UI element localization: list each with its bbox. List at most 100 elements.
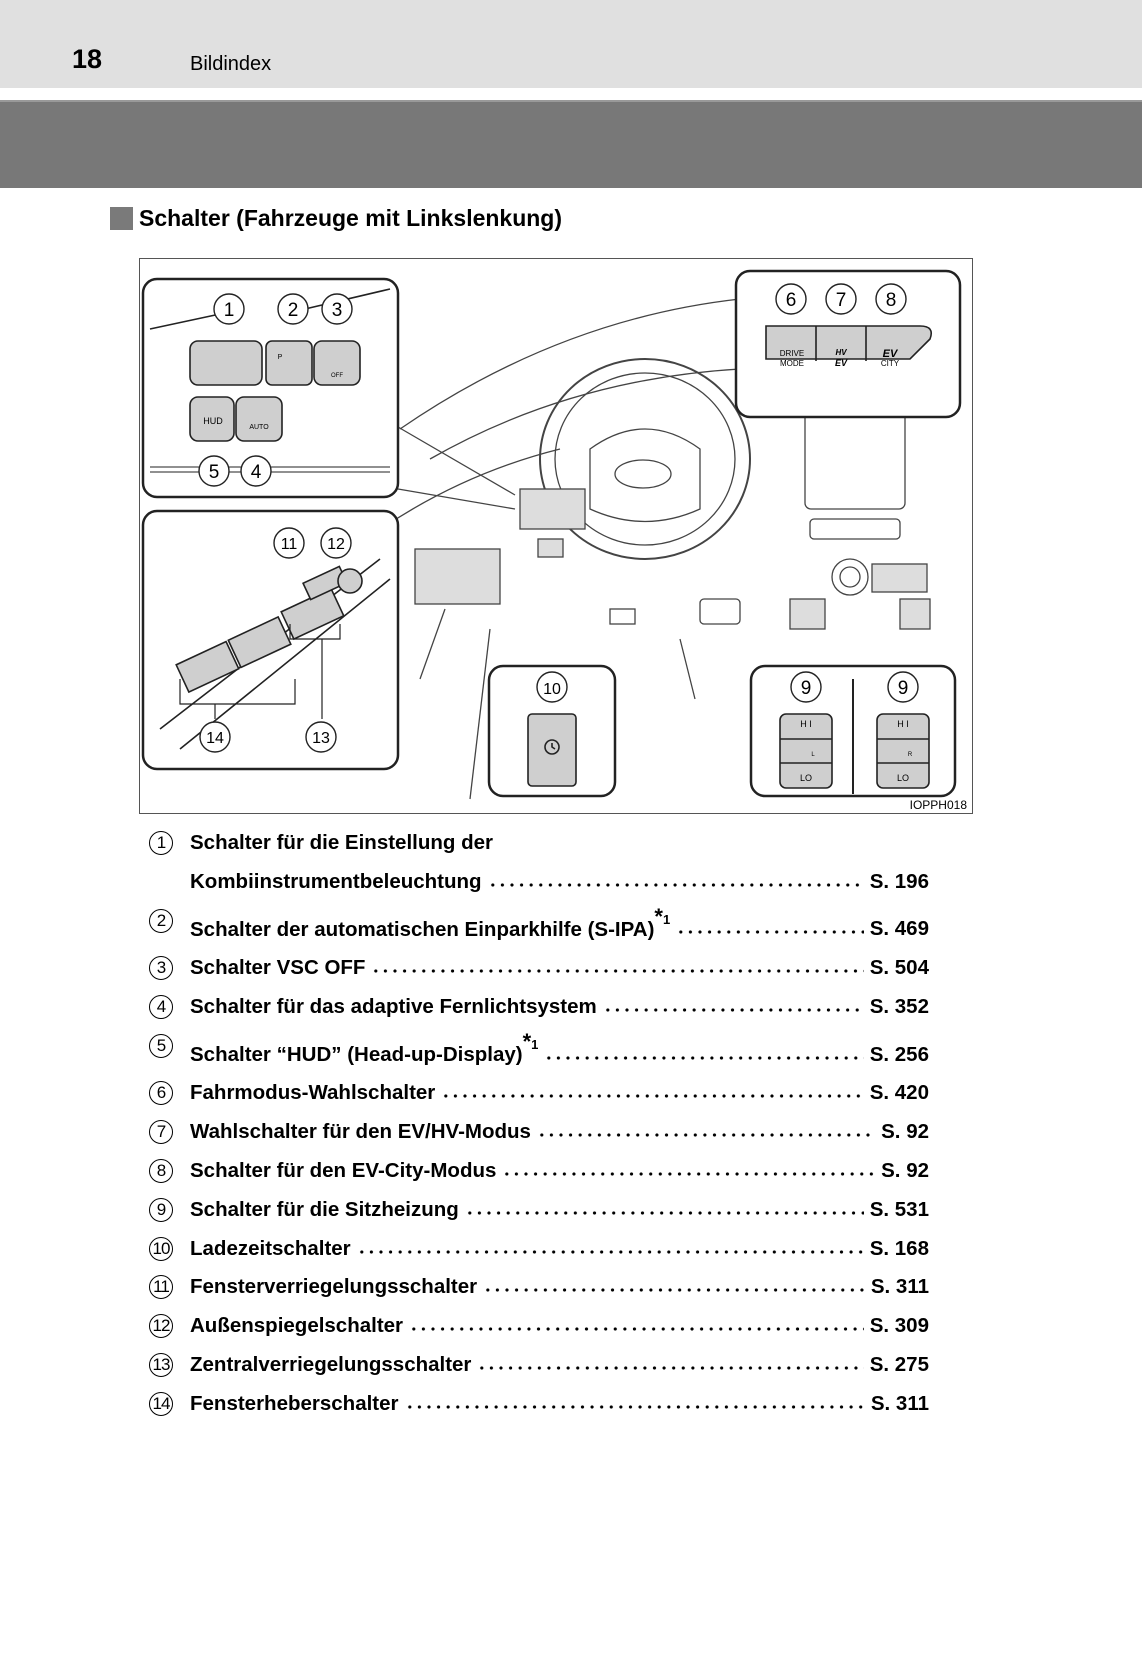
callout-1: 1 [224, 300, 235, 321]
page-ref[interactable]: S. 275 [869, 1353, 929, 1377]
section-title: Schalter (Fahrzeuge mit Linkslenkung) [139, 205, 563, 231]
chapter-title: Bildindex [190, 53, 272, 75]
page-ref[interactable]: S. 196 [869, 869, 929, 893]
callout-8: 8 [886, 290, 897, 311]
ev-label: EV [835, 358, 848, 368]
page-ref[interactable]: S. 92 [881, 1159, 929, 1183]
city-label: CITY [881, 359, 900, 368]
item-number: 6 [149, 1081, 173, 1106]
panel-door-switches [141, 509, 400, 771]
item-label-line1: Schalter für die Einstellung der [190, 831, 494, 854]
item-number: 14 [149, 1391, 173, 1416]
page-ref[interactable]: S. 256 [869, 1042, 929, 1066]
item-label: Schalter für das adaptive Fernlichtsyste… [190, 995, 597, 1019]
item-label: Schalter “HUD” (Head-up-Display) [190, 1042, 523, 1066]
callout-13: 13 [312, 730, 330, 747]
callout-6: 6 [786, 290, 797, 311]
dot-leader [441, 1089, 864, 1100]
page-ref[interactable]: S. 352 [869, 995, 929, 1019]
page-ref[interactable]: S. 504 [869, 956, 929, 980]
auto-label: AUTO [249, 424, 269, 431]
footnote-star: * [654, 903, 663, 929]
callout-9-right: 9 [898, 678, 909, 699]
footnote-number: 1 [662, 911, 671, 927]
list-item: 10 Ladezeitschalter S. 168 [148, 1230, 929, 1269]
page-ref[interactable]: S. 420 [869, 1081, 929, 1105]
item-number: 11 [149, 1275, 173, 1300]
item-label: Fensterverriegelungsschalter [190, 1275, 478, 1299]
dot-leader [502, 1167, 876, 1178]
item-label: Zentralverriegelungsschalter [190, 1353, 472, 1377]
list-item: 4 Schalter für das adaptive Fernlichtsys… [148, 988, 929, 1027]
dot-leader [356, 1244, 864, 1255]
p-label: P [278, 354, 283, 361]
dot-leader [676, 925, 864, 936]
lo-label-right: LO [897, 773, 909, 783]
item-label: Ladezeitschalter [190, 1236, 351, 1260]
dot-leader [536, 1128, 876, 1139]
item-number: 4 [149, 995, 173, 1020]
mode-label: MODE [780, 359, 804, 368]
item-number: 3 [149, 956, 173, 981]
item-label: Außenspiegelschalter [190, 1314, 404, 1338]
dot-leader [464, 1205, 864, 1216]
list-item: 7 Wahlschalter für den EV/HV-Modus S. 92 [148, 1113, 929, 1152]
item-number: 7 [149, 1120, 173, 1145]
item-label: Wahlschalter für den EV/HV-Modus [190, 1120, 531, 1144]
panel-seat-heater [749, 664, 957, 798]
hi-label-left: H I [800, 719, 812, 729]
dot-leader [544, 1050, 864, 1061]
page-number: 18 [72, 44, 103, 74]
dot-leader [409, 1322, 864, 1333]
item-number: 9 [149, 1197, 173, 1222]
callout-4: 4 [251, 462, 262, 483]
page-ref[interactable]: S. 311 [870, 1391, 929, 1415]
item-label: Fensterheberschalter [190, 1391, 399, 1415]
figure-code: IOPPH018 [909, 798, 967, 812]
item-number: 10 [149, 1236, 173, 1261]
page-ref[interactable]: S. 168 [869, 1236, 929, 1260]
item-label: Schalter für den EV-City-Modus [190, 1159, 497, 1183]
r-label: R [908, 752, 913, 758]
item-number: 5 [149, 1033, 173, 1058]
item-label: Fahrmodus-Wahlschalter [190, 1081, 436, 1105]
section-heading: Schalter (Fahrzeuge mit Linkslenkung) [110, 205, 562, 232]
callout-10: 10 [543, 681, 561, 698]
page-ref[interactable]: S. 531 [869, 1197, 929, 1221]
ev-city-ev-label: EV [883, 348, 899, 360]
dot-leader [602, 1003, 864, 1014]
l-label: L [811, 752, 815, 758]
dashboard-drawing [339, 298, 931, 800]
dot-leader [487, 877, 864, 888]
item-label: Schalter für die Sitzheizung [190, 1197, 459, 1221]
callout-11: 11 [281, 536, 298, 553]
footnote-number: 1 [531, 1036, 539, 1052]
callout-14: 14 [206, 730, 224, 747]
list-item: 3 Schalter VSC OFF S. 504 [148, 949, 929, 988]
section-marker-icon [110, 207, 133, 230]
page-ref[interactable]: S. 92 [881, 1120, 929, 1144]
page-header: 18 Bildindex [0, 0, 1142, 88]
callout-2: 2 [288, 300, 299, 321]
callout-9-left: 9 [801, 678, 812, 699]
panel-instrument-switches [141, 277, 400, 499]
panel-charge-timer [487, 664, 617, 798]
page-ref[interactable]: S. 309 [869, 1314, 929, 1338]
list-item: 2 Schalter der automatischen Einparkhilf… [148, 902, 929, 950]
callout-5: 5 [209, 462, 220, 483]
item-number: 2 [149, 908, 173, 933]
off-label: OFF [331, 373, 343, 379]
header-band [0, 100, 1142, 188]
item-label: Schalter VSC OFF [190, 956, 366, 980]
item-label: Kombiinstrumentbeleuchtung [190, 869, 482, 893]
page-ref[interactable]: S. 469 [869, 917, 929, 941]
callout-3: 3 [332, 300, 343, 321]
hud-label: HUD [203, 416, 223, 426]
lo-label-left: LO [800, 773, 812, 783]
list-item: 11 Fensterverriegelungsschalter S. 311 [148, 1268, 929, 1307]
hi-label-right: H I [897, 719, 909, 729]
page-ref[interactable]: S. 311 [870, 1275, 929, 1299]
